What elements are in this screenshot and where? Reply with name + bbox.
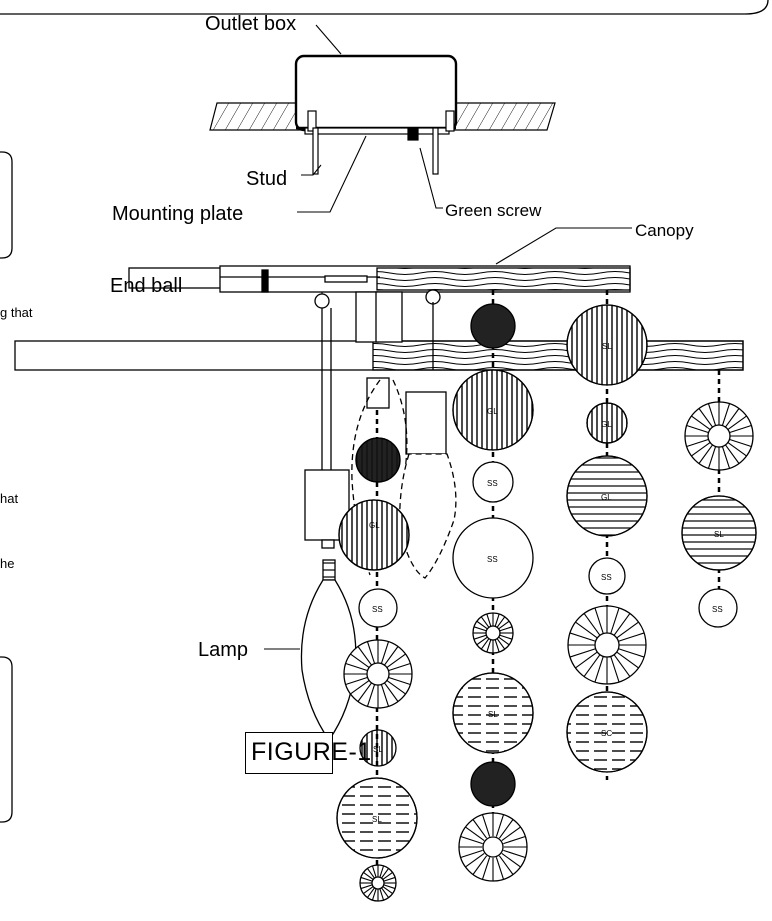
margin-text-fragment: g that [0,305,33,320]
svg-text:SS: SS [712,605,723,614]
svg-text:SL: SL [372,815,382,824]
green-screw-label: Green screw [445,201,542,220]
end-ball-label: End ball [110,275,182,297]
svg-text:SS: SS [372,605,383,614]
svg-text:SS: SS [487,479,498,488]
strand-balls [336,303,757,902]
margin-text-fragment: he [0,556,14,571]
ceiling [209,54,556,132]
ball-dark [470,303,516,349]
lamp-label: Lamp [198,639,248,661]
svg-text:SC: SC [601,729,612,738]
ball-dark [470,761,516,807]
lamp-base [322,559,336,581]
figure-label: FIGURE-1 [251,738,372,766]
svg-text:SL: SL [602,342,612,351]
outlet-box [294,54,458,132]
stud-label: Stud [246,168,287,190]
svg-text:SL: SL [714,530,724,539]
svg-text:SL: SL [488,710,498,719]
canopy-label: Canopy [635,221,694,240]
ball-ss [472,461,514,503]
svg-text:GL: GL [601,493,612,502]
svg-text:SS: SS [601,573,612,582]
svg-text:SS: SS [487,555,498,564]
margin-text-fragment: hat [0,491,18,506]
page-frame [0,0,769,823]
sunburst-spokes [344,402,753,901]
ball-ss [698,588,738,628]
outlet-box-label: Outlet box [205,13,296,35]
ball-codes: GL SS SL SL GL SS SS SL SL GL GL SS SC S… [369,342,724,824]
svg-text:GL: GL [601,420,612,429]
ball-striped [359,729,397,767]
chains [375,290,721,895]
stud [312,127,319,175]
svg-text:GL: GL [487,407,498,416]
mounting-plate-label: Mounting plate [112,203,243,225]
mounting-plate [304,110,455,175]
lamp-assembly [300,302,457,742]
ball-ss [588,557,626,595]
ball-ss [358,588,398,628]
svg-text:GL: GL [369,521,380,530]
ball-ss [452,517,534,599]
svg-text:SL: SL [373,745,383,754]
green-screw [407,127,419,141]
figure-label-box [245,732,333,774]
